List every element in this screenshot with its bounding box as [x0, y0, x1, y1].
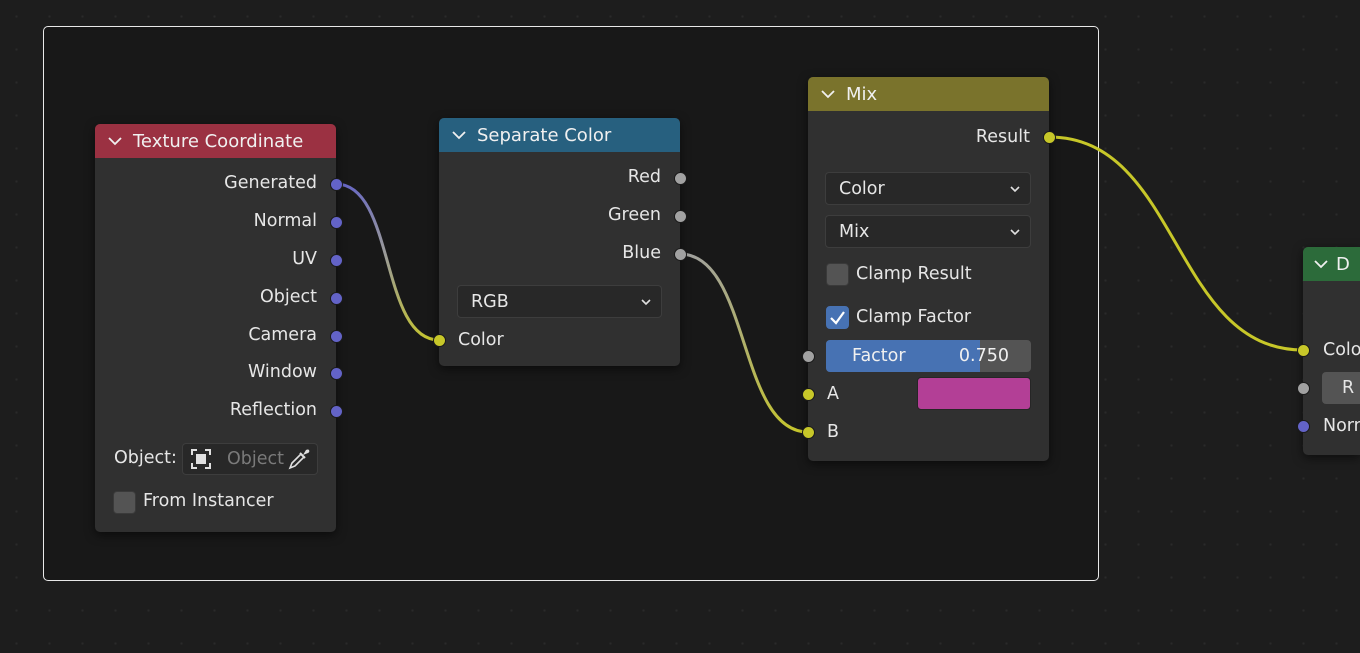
eyedropper-icon[interactable]: [287, 447, 311, 471]
socket-generated[interactable]: [330, 178, 343, 191]
object-box-icon: [191, 449, 211, 469]
clamp-factor-checkbox[interactable]: [826, 306, 849, 329]
socket-normal[interactable]: [330, 216, 343, 229]
mode-dropdown[interactable]: RGB: [457, 285, 662, 318]
node-title: Mix: [846, 83, 878, 105]
color-swatch-a[interactable]: [917, 377, 1031, 410]
clamp-result-checkbox[interactable]: [826, 263, 849, 286]
chevron-down-icon[interactable]: [451, 127, 467, 143]
node-header[interactable]: Mix: [808, 77, 1049, 111]
output-label-object: Object: [260, 287, 317, 307]
object-picker-field[interactable]: Object: [182, 443, 318, 475]
from-instancer-checkbox[interactable]: [113, 491, 136, 514]
texture-coordinate-node[interactable]: Texture Coordinate Generated Normal UV O…: [95, 124, 336, 532]
blend-mode-value: Mix: [839, 221, 870, 242]
socket-reflection[interactable]: [330, 405, 343, 418]
factor-label: Factor: [852, 346, 906, 366]
socket-uv[interactable]: [330, 254, 343, 267]
output-label-generated: Generated: [224, 173, 317, 193]
socket-camera[interactable]: [330, 330, 343, 343]
socket-green[interactable]: [674, 210, 687, 223]
input-label-normal: Norn: [1323, 416, 1360, 436]
node-header[interactable]: Texture Coordinate: [95, 124, 336, 158]
socket-partial-color[interactable]: [1297, 344, 1310, 357]
r-button[interactable]: R: [1322, 372, 1360, 404]
output-label-window: Window: [247, 362, 317, 382]
object-field-label: Object:: [114, 448, 177, 468]
clamp-result-label: Clamp Result: [856, 264, 972, 284]
link-blue-to-b: [679, 252, 809, 434]
socket-color-input[interactable]: [433, 334, 446, 347]
socket-b[interactable]: [802, 426, 815, 439]
chevron-down-icon: [1010, 228, 1020, 235]
object-placeholder: Object: [227, 449, 284, 469]
input-label-b: B: [827, 422, 840, 442]
link-generated-to-color: [335, 182, 440, 342]
factor-slider-fill: [826, 340, 980, 372]
socket-red[interactable]: [674, 172, 687, 185]
factor-value: 0.750: [958, 346, 1009, 366]
from-instancer-label: From Instancer: [143, 491, 274, 511]
clamp-factor-label: Clamp Factor: [856, 307, 972, 327]
socket-window[interactable]: [330, 367, 343, 380]
input-label-a: A: [827, 384, 839, 404]
chevron-down-icon[interactable]: [820, 86, 836, 102]
socket-object[interactable]: [330, 292, 343, 305]
mix-node[interactable]: Mix Result Color Mix Clamp Result Clamp …: [808, 77, 1049, 461]
node-title: D: [1336, 253, 1350, 275]
partial-node[interactable]: D Colo R Norn: [1303, 247, 1360, 455]
mode-dropdown-value: RGB: [471, 291, 509, 312]
output-label-normal: Normal: [253, 211, 317, 231]
data-type-value: Color: [839, 178, 885, 199]
factor-slider[interactable]: Factor 0.750: [826, 340, 1031, 372]
socket-partial-normal[interactable]: [1297, 420, 1310, 433]
input-label-color: Colo: [1323, 340, 1360, 360]
socket-a[interactable]: [802, 388, 815, 401]
separate-color-node[interactable]: Separate Color Red Green Blue RGB Color: [439, 118, 680, 366]
socket-result[interactable]: [1043, 131, 1056, 144]
output-label-green: Green: [608, 205, 661, 225]
output-label-red: Red: [627, 167, 661, 187]
output-label-reflection: Reflection: [229, 400, 317, 420]
chevron-down-icon[interactable]: [107, 133, 123, 149]
chevron-down-icon: [1010, 185, 1020, 192]
data-type-dropdown[interactable]: Color: [825, 172, 1031, 205]
link-result-to-color: [1048, 135, 1304, 352]
output-label-uv: UV: [292, 249, 317, 269]
r-button-label: R: [1342, 378, 1355, 398]
node-title: Separate Color: [477, 124, 612, 146]
blend-mode-dropdown[interactable]: Mix: [825, 215, 1031, 248]
output-label-camera: Camera: [248, 325, 317, 345]
chevron-down-icon[interactable]: [1313, 256, 1329, 272]
node-header[interactable]: D: [1303, 247, 1360, 281]
node-header[interactable]: Separate Color: [439, 118, 680, 152]
socket-factor[interactable]: [802, 350, 815, 363]
socket-partial-r[interactable]: [1297, 382, 1310, 395]
input-label-color: Color: [458, 330, 504, 350]
node-title: Texture Coordinate: [133, 130, 304, 152]
socket-blue[interactable]: [674, 248, 687, 261]
output-label-result: Result: [975, 127, 1030, 147]
output-label-blue: Blue: [622, 243, 661, 263]
chevron-down-icon: [641, 298, 651, 305]
checkmark-icon: [830, 311, 845, 325]
